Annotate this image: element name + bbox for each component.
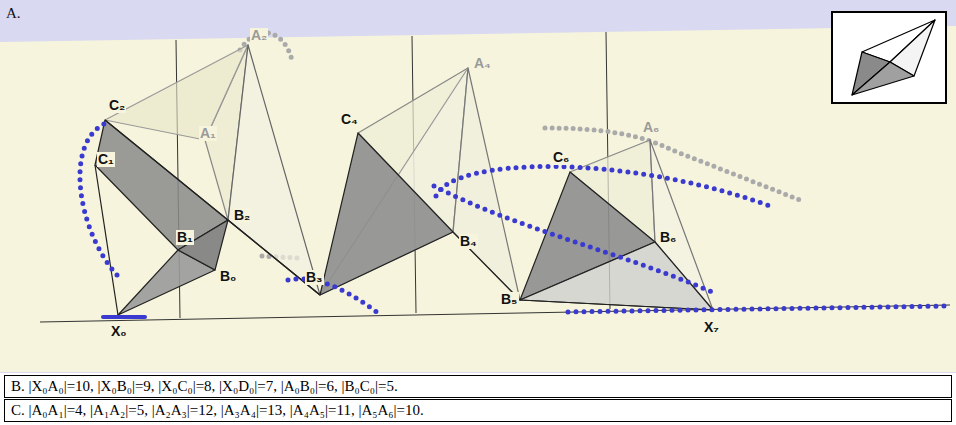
point-label: X₇ [703,320,720,335]
point-label: C₁ [97,152,115,167]
point-label: B₆ [659,230,677,245]
point-label: A₁ [199,126,217,141]
point-label: A₂ [250,28,268,43]
point-label: A₆ [642,120,660,135]
table-row: C. |A₀A₁|=4, |A₁A₂|=5, |A₂A₃|=12, |A₃A₄|… [4,399,952,422]
point-label: B₀ [219,269,237,284]
point-label: B₅ [500,292,519,307]
point-label: C₄ [340,112,359,127]
point-label: A₄ [473,56,492,71]
panel-letter: A. [6,5,21,22]
point-label: B₄ [459,234,478,249]
point-label: C₂ [108,98,126,113]
table-row: B. |X₀A₀|=10, |X₀B₀|=9, |X₀C₀|=8, |X₀D₀|… [4,375,952,398]
point-label: X₀ [110,324,128,339]
point-label: B₂ [233,208,251,223]
point-label: B₁ [176,230,194,245]
point-label: C₆ [552,150,570,165]
point-label: B₃ [305,270,324,285]
